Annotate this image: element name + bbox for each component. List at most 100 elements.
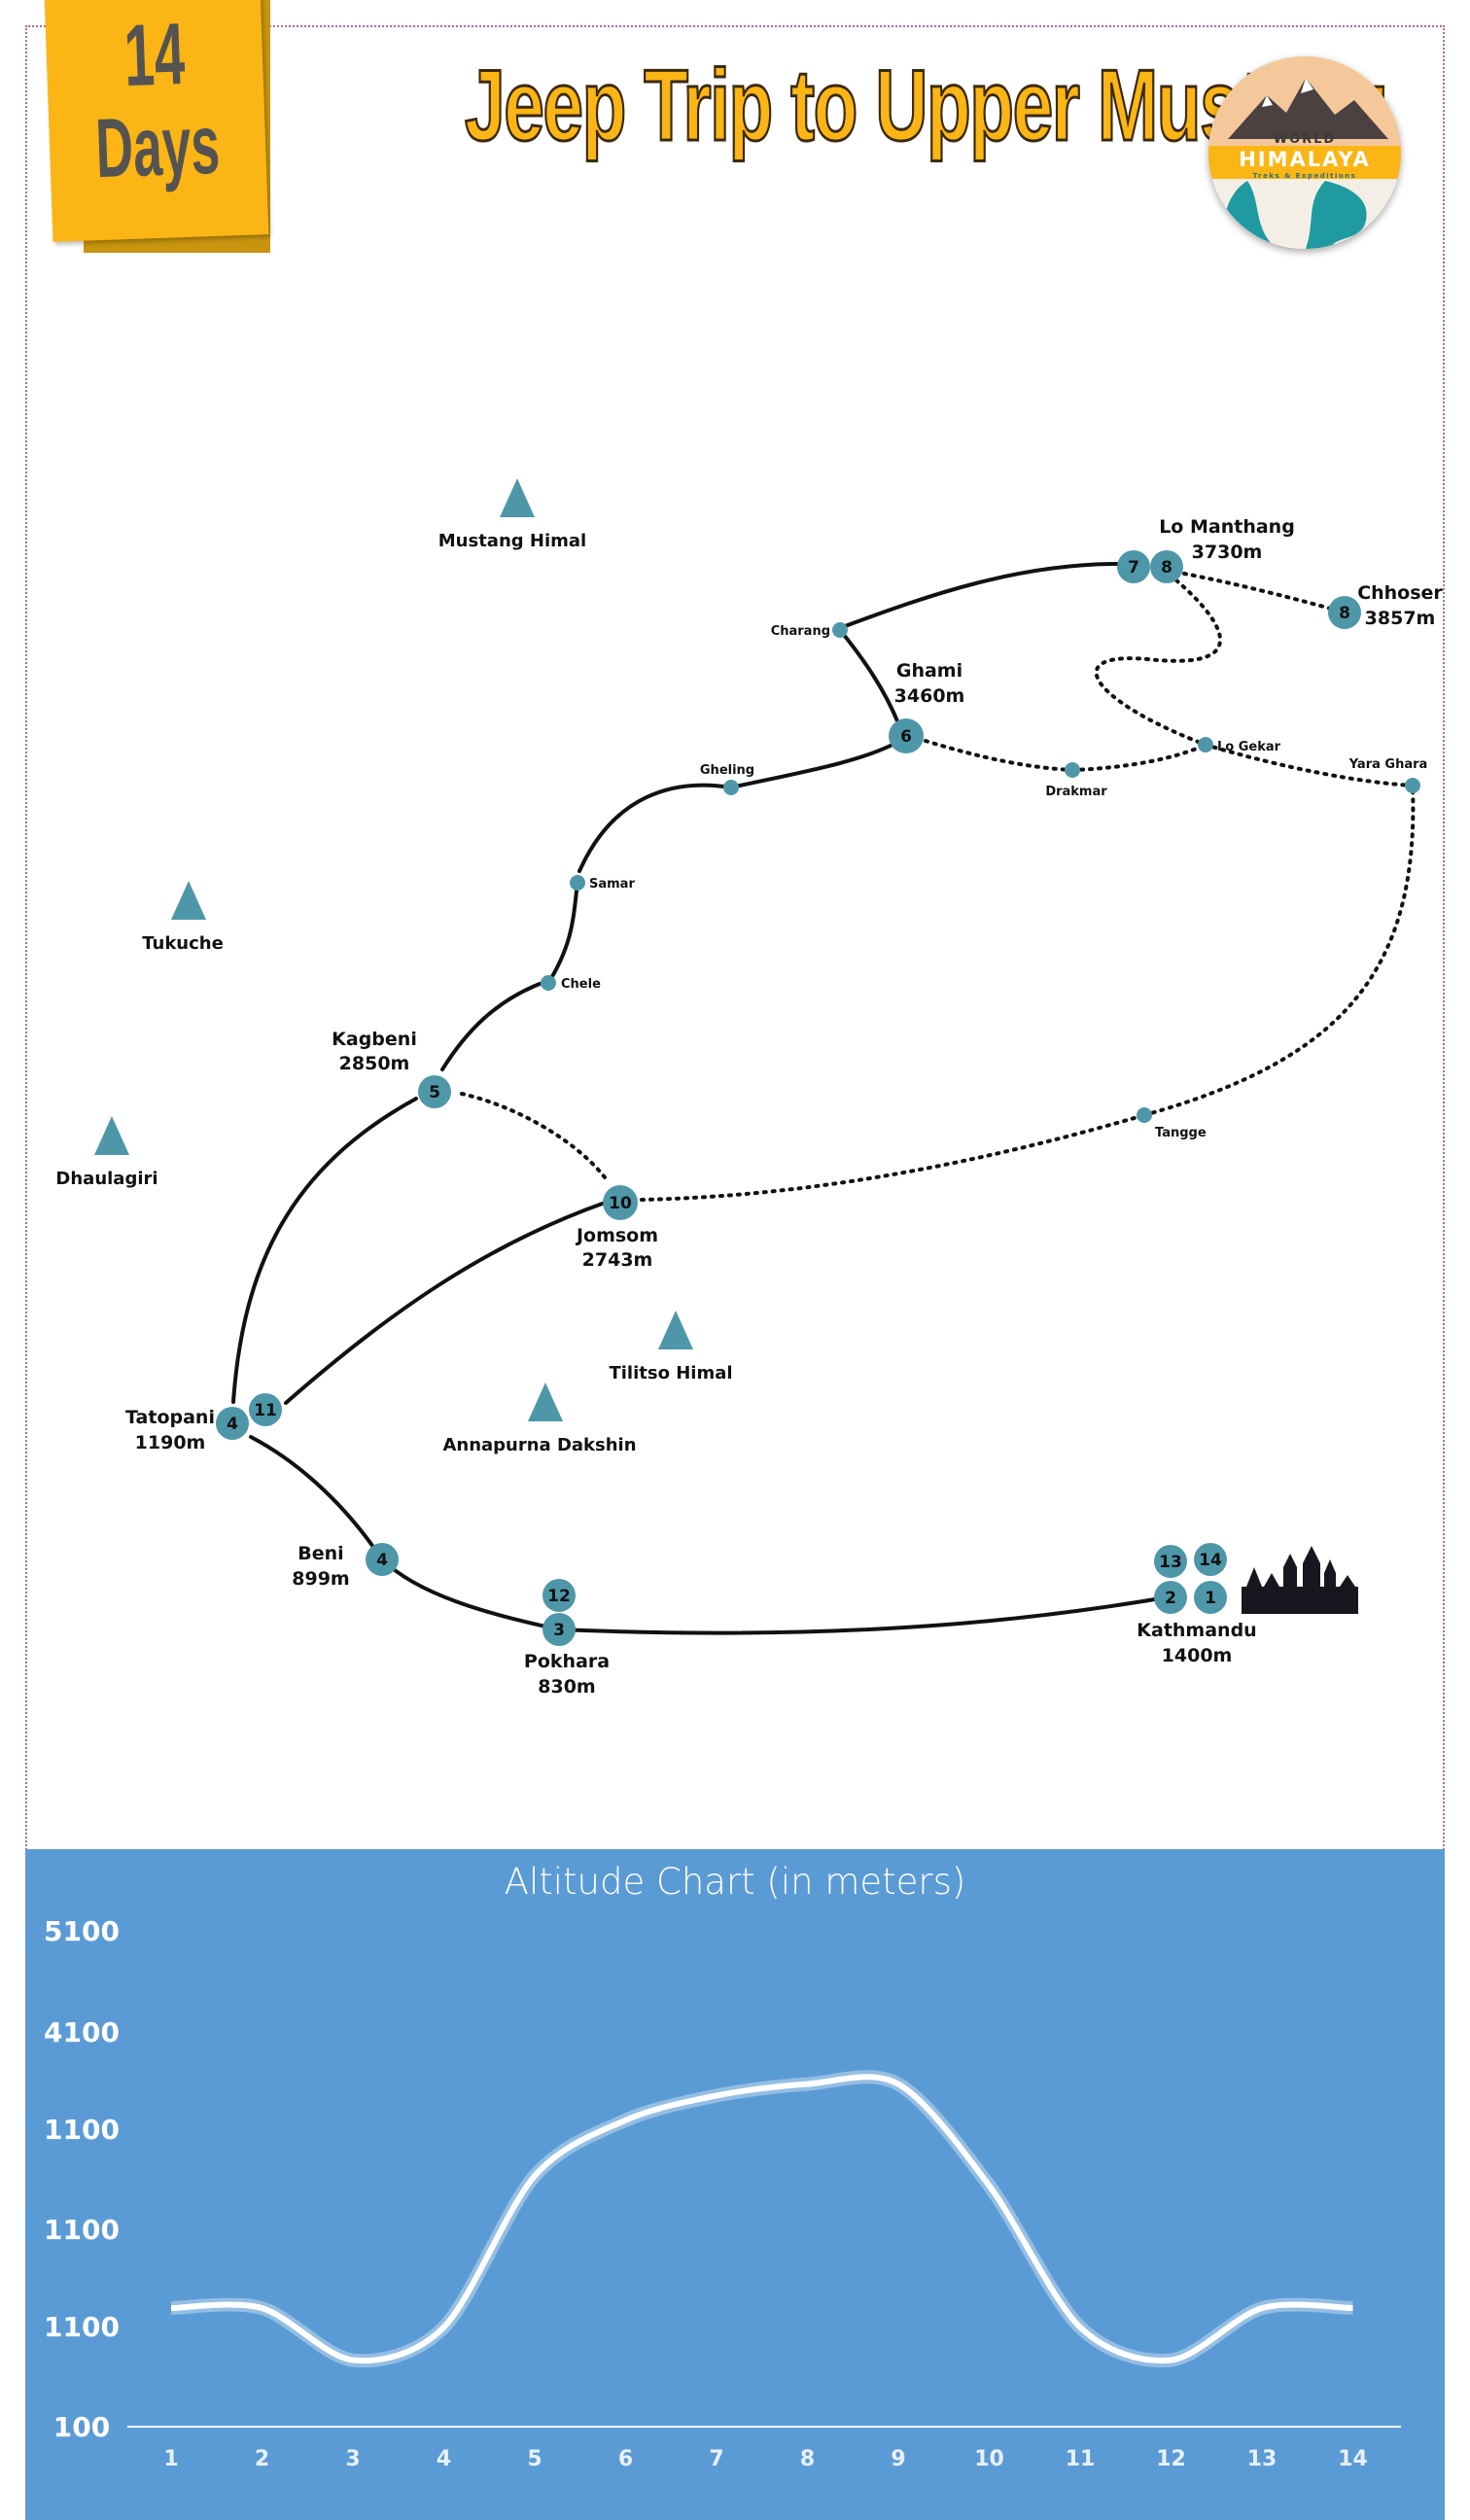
page-border [25, 25, 1445, 1853]
waypoint-dot [1405, 778, 1420, 793]
waypoint-dot [1137, 1107, 1152, 1123]
place-altitude: 2850m [339, 1053, 410, 1074]
day-marker: 3 [542, 1613, 576, 1646]
x-tick-label: 9 [891, 2447, 905, 2471]
waypoint-label: Lo Gekar [1217, 740, 1281, 754]
place-altitude: 2743m [582, 1249, 653, 1271]
peak-label: Mustang Himal [438, 531, 586, 551]
waypoint-dot [1065, 762, 1080, 778]
place-name: Kagbeni [332, 1029, 417, 1050]
x-tick-label: 2 [255, 2447, 269, 2471]
day-marker: 4 [366, 1543, 399, 1576]
route-drakmar-logekar [1070, 743, 1208, 772]
svg-text:8: 8 [1161, 558, 1172, 578]
place-name: Pokhara [524, 1651, 610, 1672]
place-name: Kathmandu [1137, 1620, 1256, 1641]
route-gheling-ghami [729, 742, 896, 789]
y-tick-label: 4100 [44, 2016, 120, 2048]
svg-text:12: 12 [547, 1587, 571, 1606]
place-altitude: 1190m [135, 1432, 206, 1453]
place-altitude: 3730m [1192, 542, 1263, 563]
day-marker: 14 [1194, 1543, 1227, 1576]
x-tick-label: 4 [437, 2447, 451, 2471]
waypoint-dot [541, 975, 556, 991]
y-tick-label: 5100 [44, 1915, 120, 1947]
waypoint-label: Yara Ghara [1348, 757, 1428, 772]
x-tick-label: 5 [527, 2447, 542, 2471]
logo-mountains-globe-icon [1208, 56, 1401, 249]
peak-label: Annapurna Dakshin [442, 1435, 636, 1455]
svg-text:14: 14 [1199, 1551, 1222, 1570]
mountain-peak-icon [171, 881, 206, 920]
place-name: Ghami [896, 660, 962, 682]
route-samar-gheling [578, 783, 733, 873]
altitude-line-shadow [170, 2070, 1353, 2368]
route-map: Mustang Himal Tukuche Dhaulagiri Tilitso… [55, 478, 1443, 1698]
route-pokhara-beni [380, 1558, 561, 1631]
waypoint-label: Tangge [1155, 1126, 1207, 1140]
y-tick-label: 100 [53, 2411, 110, 2443]
x-tick-label: 10 [974, 2447, 1004, 2471]
place-name: Beni [298, 1543, 343, 1564]
route-tangge-yaragharra [1142, 784, 1416, 1117]
day-marker: 8 [1150, 550, 1183, 583]
x-tick-label: 14 [1338, 2447, 1368, 2471]
x-tick-label: 8 [800, 2447, 815, 2471]
route-jomsom-tangge [640, 1113, 1146, 1202]
company-logo: WORLD HIMALAYA Treks & Expeditions [1208, 56, 1401, 249]
x-tick-label: 7 [709, 2447, 723, 2471]
route-charang-lomanthang [838, 562, 1120, 630]
svg-text:11: 11 [254, 1401, 277, 1420]
peak-label: Tilitso Himal [609, 1363, 732, 1383]
logo-text-himalaya: HIMALAYA [1239, 148, 1371, 171]
peak-label: Dhaulagiri [55, 1169, 158, 1189]
x-tick-label: 1 [163, 2447, 178, 2471]
svg-text:4: 4 [227, 1415, 238, 1434]
x-tick-label: 11 [1066, 2447, 1096, 2471]
route-kathmandu-pokhara [557, 1595, 1169, 1635]
svg-text:3: 3 [553, 1621, 565, 1640]
waypoint-label: Gheling [700, 763, 754, 778]
mountain-peak-icon [528, 1382, 563, 1421]
x-tick-label: 12 [1156, 2447, 1186, 2471]
place-name: Lo Manthang [1159, 516, 1295, 538]
svg-text:1: 1 [1205, 1589, 1216, 1608]
day-marker: 5 [418, 1075, 451, 1108]
svg-text:13: 13 [1159, 1553, 1182, 1572]
waypoint-dot [570, 875, 585, 891]
svg-text:8: 8 [1339, 604, 1350, 623]
route-lomanthang-chhoser [1182, 572, 1347, 614]
day-marker: 12 [542, 1579, 576, 1612]
x-tick-label: 6 [618, 2447, 633, 2471]
x-tick-label: 3 [345, 2447, 360, 2471]
place-altitude: 899m [292, 1568, 349, 1590]
waypoint-label: Samar [589, 877, 635, 892]
place-altitude: 3857m [1365, 608, 1436, 629]
x-tick-label: 13 [1247, 2447, 1278, 2471]
day-marker: 11 [249, 1393, 282, 1426]
day-marker: 8 [1328, 596, 1361, 629]
svg-text:2: 2 [1165, 1589, 1176, 1608]
place-altitude: 1400m [1162, 1645, 1233, 1666]
y-tick-label: 1100 [44, 2311, 120, 2343]
svg-text:7: 7 [1128, 558, 1139, 578]
waypoint-dot [832, 622, 848, 638]
svg-text:10: 10 [609, 1194, 632, 1213]
route-kagbeni-jomsom [460, 1092, 610, 1183]
mountain-peak-icon [94, 1116, 129, 1155]
mountain-peak-icon [500, 478, 535, 517]
svg-text:6: 6 [900, 727, 912, 747]
route-tatopani-jomsom [284, 1200, 610, 1405]
route-beni-tatopani [249, 1435, 384, 1561]
waypoint-label: Charang [771, 624, 830, 639]
kathmandu-skyline-icon [1242, 1546, 1358, 1614]
route-tatopani-kagbeni [231, 1097, 418, 1404]
day-marker: 10 [603, 1185, 638, 1220]
waypoint-dot [723, 780, 739, 795]
logo-text-tagline: Treks & Expeditions [1252, 172, 1357, 180]
y-tick-label: 1100 [44, 2114, 120, 2146]
place-name: Chhoser [1357, 582, 1443, 604]
route-ghami-charang [838, 628, 900, 725]
chart-title: Altitude Chart (in meters) [504, 1861, 966, 1903]
